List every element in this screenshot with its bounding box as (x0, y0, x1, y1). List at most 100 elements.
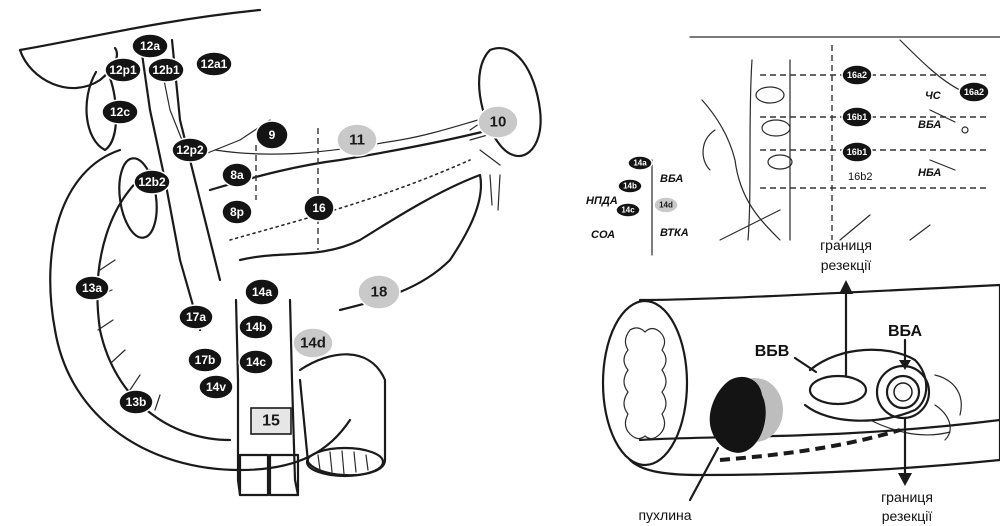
node-14b-label: 14b (246, 320, 267, 334)
resection-top-line2: резекції (821, 257, 872, 273)
smv-pointer-arrow (795, 358, 816, 372)
node-14v: 14v (199, 375, 233, 399)
node-17a-label: 17a (186, 310, 206, 324)
node-13b-label: 13b (126, 395, 147, 409)
renal-vessel-1 (756, 87, 784, 103)
sma-label-large: ВБА (888, 323, 922, 340)
node-18-label: 18 (371, 284, 388, 301)
mini-ijca-label: ВТКА (660, 227, 689, 239)
node-16b1-upper: 16b1 (842, 107, 872, 127)
node-8a-label: 8a (230, 168, 244, 182)
node-16b1-lower-label: 16b1 (847, 147, 868, 157)
paraaortic-inset: 16a2 16b1 16b1 16b2 16a2 ЧС ВБА НБА (690, 37, 1000, 240)
renal-vessel-2 (762, 120, 790, 136)
mini-node-14b-label: 14b (623, 182, 637, 191)
mini-mca-label: СОА (591, 229, 615, 241)
node-13a: 13a (75, 276, 109, 300)
mini-sma-label: ВБА (660, 173, 683, 185)
sma-label: ВБА (918, 119, 941, 131)
node-17b-label: 17b (195, 353, 216, 367)
small-circle-1 (962, 127, 968, 133)
celiac-label: ЧС (925, 90, 942, 102)
jejunum-folds (318, 451, 368, 474)
node-12b1-label: 12b1 (152, 63, 180, 77)
node-10-label: 10 (490, 114, 507, 131)
duodenal-bulb (115, 156, 162, 240)
node-15-label: 15 (262, 413, 280, 430)
renal-vessel-3 (768, 155, 792, 169)
node-13b: 13b (119, 390, 153, 414)
scheme-duodenum-mucosa (624, 328, 666, 439)
node-16a2-label: 16a2 (847, 70, 867, 80)
mini-node-14a-label: 14a (633, 159, 647, 168)
node-12p1: 12p1 (105, 58, 141, 82)
celiac-trunk (900, 40, 960, 90)
node-16a2: 16a2 (842, 65, 872, 85)
scheme-sma-lumen (894, 383, 912, 401)
resection-arrow-bottom-head (898, 473, 912, 486)
duodenum-inner (97, 170, 230, 440)
resection-scheme: границя резекції границя резекції ВБВ ВБ… (603, 237, 1000, 524)
mini-node-14b: 14b (618, 179, 642, 193)
scheme-pancreas-lower (640, 420, 1000, 440)
mini-node-14d: 14d (654, 197, 678, 213)
node-17a: 17a (179, 305, 213, 329)
node-16a1-right-label: 16a2 (964, 87, 984, 97)
resection-bottom-line2: резекції (882, 508, 933, 524)
node-13a-label: 13a (82, 281, 102, 295)
node-15: 15 (251, 408, 291, 434)
node-16-label: 16 (312, 201, 326, 215)
node-8p-label: 8p (230, 205, 244, 219)
node-12c: 12c (102, 100, 138, 124)
smv-label: ВБВ (755, 343, 790, 360)
node-12b2-label: 12b2 (138, 175, 166, 189)
node-18: 18 (358, 275, 400, 309)
scheme-smv (810, 376, 866, 404)
liver-lower-edge (20, 48, 117, 88)
pancreas-duct (230, 160, 470, 240)
mini-node-14a: 14a (628, 156, 652, 170)
aorta-left-wall (748, 60, 752, 240)
node-14v-label: 14v (206, 380, 226, 394)
inset-left-branch (703, 130, 715, 170)
node-16: 16 (304, 195, 334, 221)
pancreas-anatomy-panel: 12a 12p1 12b1 12a1 12c 12p2 8a 8p 12b2 9… (20, 10, 541, 495)
sma-smv-right (290, 300, 298, 495)
mini-node-14d-label: 14d (659, 201, 673, 210)
mesenteric-stump-left (240, 455, 268, 495)
node-14c: 14c (239, 350, 273, 374)
node-12a1-label: 12a1 (201, 57, 228, 71)
node-12c-label: 12c (110, 105, 130, 119)
node-14d: 14d (293, 328, 333, 358)
resection-top-line1: границя (820, 237, 872, 253)
node-12p2: 12p2 (172, 138, 208, 162)
node-16b2-label: 16b2 (848, 171, 872, 183)
node-16b1-lower: 16b1 (842, 142, 872, 162)
node-11-label: 11 (349, 132, 365, 149)
mini-ipda-label: НПДА (586, 195, 618, 207)
resection-bottom-line1: границя (881, 489, 933, 505)
node-12b1: 12b1 (148, 58, 184, 82)
node-16a1-right: 16a2 (959, 82, 989, 102)
node-17b: 17b (188, 348, 222, 372)
node-14a-label: 14a (252, 285, 272, 299)
spleen (479, 48, 541, 156)
ima-label: НБА (918, 167, 941, 179)
mini-node-14c-label: 14c (621, 206, 635, 215)
inset-bottom-lines (720, 210, 930, 240)
node-16b1-upper-label: 16b1 (847, 112, 868, 122)
node-14b: 14b (239, 315, 273, 339)
node-9: 9 (256, 121, 288, 149)
node-12p2-label: 12p2 (176, 143, 204, 157)
node-14c-label: 14c (246, 355, 266, 369)
node-10: 10 (478, 106, 518, 138)
node-14a: 14a (245, 279, 279, 305)
sma-subgroup-inset: 14a 14b 14c 14d ВБА НПДА СОА ВТКА (586, 156, 689, 255)
node-12p1-label: 12p1 (109, 63, 137, 77)
resection-arrow-top-head (839, 280, 853, 294)
node-8p: 8p (222, 200, 252, 224)
node-14d-label: 14d (300, 335, 326, 352)
node-8a: 8a (222, 163, 252, 187)
mini-node-14c: 14c (616, 203, 640, 217)
